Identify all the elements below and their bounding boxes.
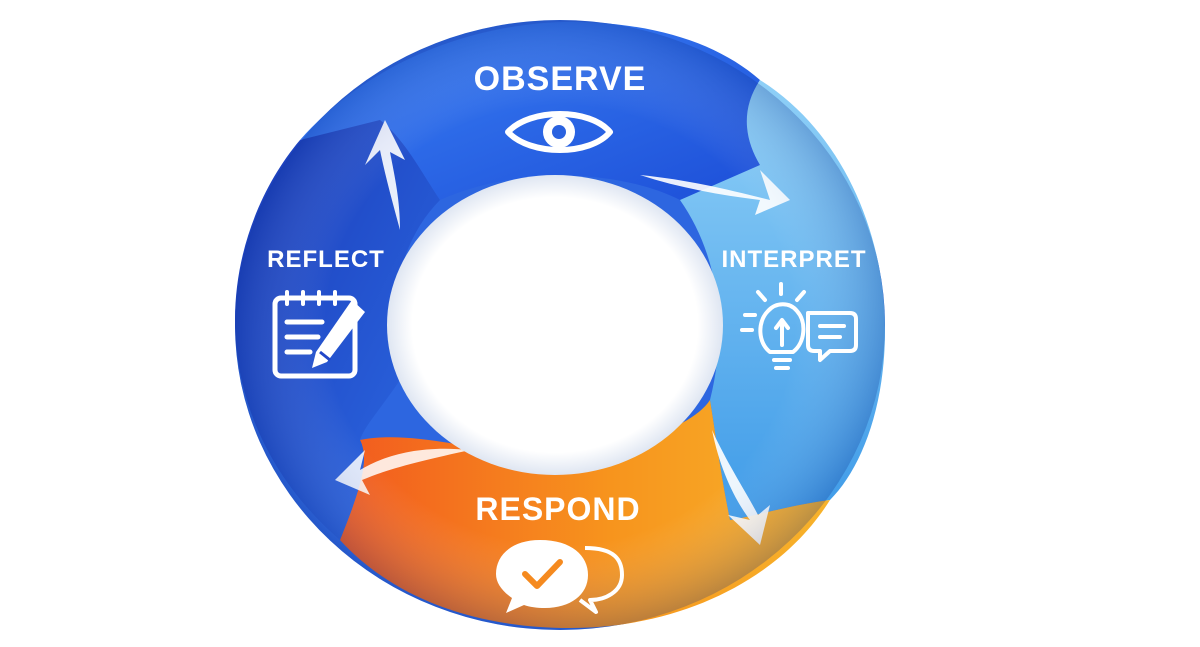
center-hole — [387, 175, 723, 475]
lightbulb-chat-icon — [740, 282, 858, 370]
eye-icon — [505, 111, 613, 153]
notepad-pencil-icon — [272, 290, 365, 379]
stage-label-interpret: INTERPRET — [721, 246, 866, 273]
stage-label-respond: RESPOND — [475, 491, 640, 527]
check-chat-icon — [496, 540, 624, 614]
stage-label-observe: OBSERVE — [474, 60, 647, 98]
stage-label-reflect: REFLECT — [267, 246, 385, 273]
